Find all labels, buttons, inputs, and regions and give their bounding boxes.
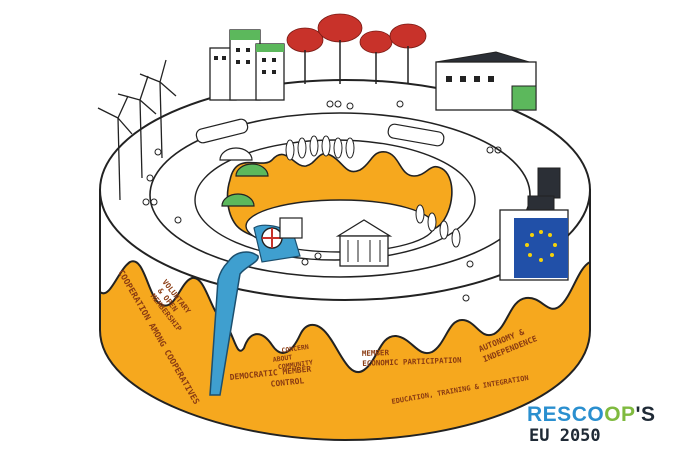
red-tree-icon bbox=[286, 13, 427, 84]
waterfall-stream bbox=[209, 251, 259, 396]
logo-op-text: OP bbox=[604, 403, 636, 426]
train-icon bbox=[195, 118, 445, 147]
principle-economic-label: MEMBER ECONOMIC PARTICIPATION bbox=[362, 346, 462, 368]
rescoop-logo: RESCOOP'S EU 2050 bbox=[527, 404, 677, 447]
solar-building-icon bbox=[435, 51, 537, 111]
eco-dome-icon bbox=[219, 147, 269, 207]
water-mill-icon bbox=[261, 217, 303, 249]
tree-row-icon bbox=[285, 135, 461, 248]
logo-subtitle: EU 2050 bbox=[529, 426, 601, 446]
town-hall-icon bbox=[335, 219, 393, 267]
office-building-icon bbox=[209, 29, 285, 101]
eu-flag-icon bbox=[499, 209, 569, 281]
principle-community-line2: ABOUT bbox=[272, 353, 293, 364]
logo-co-text: CO bbox=[571, 403, 605, 426]
principle-community-line1: CONCERN bbox=[281, 343, 309, 355]
wind-turbine-icon bbox=[97, 59, 177, 201]
bicycle-icon bbox=[142, 100, 502, 206]
principle-economic-line1: MEMBER bbox=[362, 348, 390, 358]
principle-democratic-line2: CONTROL bbox=[270, 376, 305, 388]
logo-res-text: RES bbox=[527, 403, 572, 426]
logo-suffix-text: 'S bbox=[635, 403, 656, 426]
person-icon bbox=[146, 100, 474, 302]
principle-economic-line2: ECONOMIC PARTICIPATION bbox=[362, 356, 462, 368]
logo-title: RESCOOP'S bbox=[527, 404, 677, 426]
